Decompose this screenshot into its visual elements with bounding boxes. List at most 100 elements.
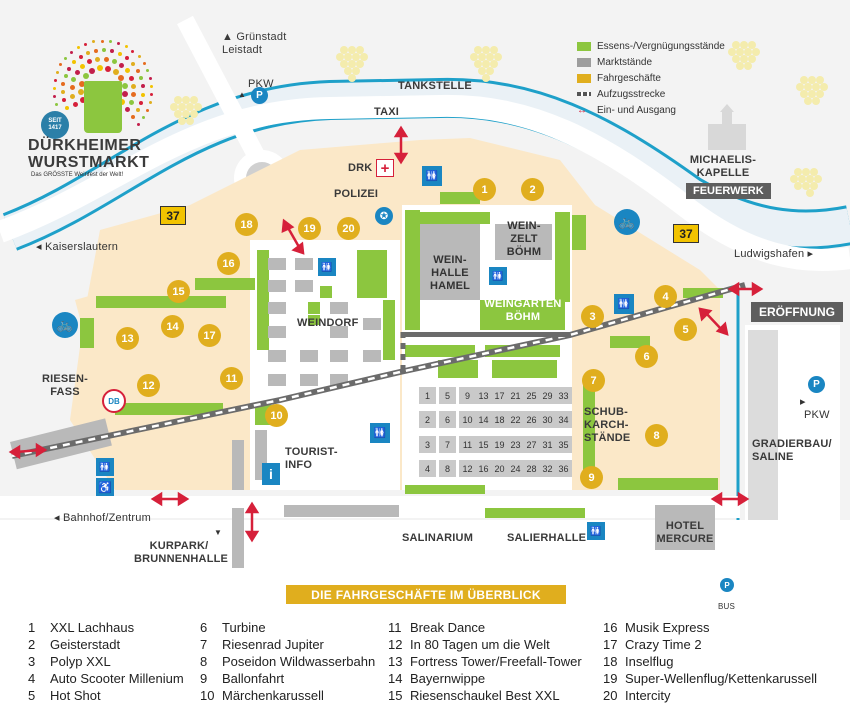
parking-icon[interactable]: P <box>251 87 268 104</box>
ride-marker-11[interactable]: 11 <box>220 367 243 390</box>
stall-1[interactable]: 1 <box>419 387 436 404</box>
stall-3[interactable]: 3 <box>419 436 436 453</box>
stall-27[interactable]: 27 <box>523 436 540 453</box>
ride-marker-5[interactable]: 5 <box>674 318 697 341</box>
label-gruenstadt-text: Grünstadt <box>236 31 287 43</box>
wheelchair-icon: ♿ <box>96 478 114 496</box>
food-stalls <box>80 192 723 518</box>
ride-list-number: 10 <box>200 688 215 703</box>
ride-marker-3[interactable]: 3 <box>581 305 604 328</box>
parking-east-icon[interactable]: P <box>808 376 825 393</box>
stall-29[interactable]: 29 <box>539 387 556 404</box>
label-eroeffnung: ERÖFFNUNG <box>751 302 843 322</box>
toilet-icon-east: 🚻 <box>614 294 634 314</box>
ride-marker-1[interactable]: 1 <box>473 178 496 201</box>
label-michaelis-1: MICHAELIS- <box>689 154 757 166</box>
stall-13[interactable]: 13 <box>475 387 492 404</box>
stall-28[interactable]: 28 <box>523 460 540 477</box>
entrance-markers <box>8 125 764 543</box>
label-kaiserslautern: ◂ Kaiserslautern <box>36 241 119 253</box>
stall-20[interactable]: 20 <box>491 460 508 477</box>
stall-4[interactable]: 4 <box>419 460 436 477</box>
label-tankstelle: TANKSTELLE <box>398 80 472 92</box>
label-michaelis: MICHAELIS- KAPELLE <box>688 154 758 180</box>
label-hotel: HOTEL MERCURE <box>656 520 714 545</box>
ride-marker-19[interactable]: 19 <box>298 217 321 240</box>
stall-35[interactable]: 35 <box>555 436 572 453</box>
stall-21[interactable]: 21 <box>507 387 524 404</box>
stall-5[interactable]: 5 <box>439 387 456 404</box>
stall-22[interactable]: 22 <box>507 411 524 428</box>
stall-34[interactable]: 34 <box>555 411 572 428</box>
stall-30[interactable]: 30 <box>539 411 556 428</box>
arrow-down-icon: ▼ <box>214 528 222 537</box>
ride-list-number: 2 <box>28 637 36 652</box>
ride-marker-6[interactable]: 6 <box>635 345 658 368</box>
ride-list-number: 7 <box>200 637 208 652</box>
ride-marker-8[interactable]: 8 <box>645 424 668 447</box>
stall-14[interactable]: 14 <box>475 411 492 428</box>
ride-list-name: Bayernwippe <box>410 671 486 686</box>
ride-list-number: 15 <box>388 688 403 703</box>
ride-list-name: Poseidon Wildwasserbahn <box>222 654 376 669</box>
ride-marker-17[interactable]: 17 <box>198 324 221 347</box>
stall-17[interactable]: 17 <box>491 387 508 404</box>
ride-marker-20[interactable]: 20 <box>337 217 360 240</box>
stall-19[interactable]: 19 <box>491 436 508 453</box>
ride-list-number: 16 <box>603 620 618 635</box>
bicycle-icon-east: 🚲 <box>614 209 640 235</box>
ride-marker-9[interactable]: 9 <box>580 466 603 489</box>
ride-list-number: 19 <box>603 671 618 686</box>
legend-label: Ein- und Ausgang <box>597 104 676 116</box>
stall-2[interactable]: 2 <box>419 411 436 428</box>
red-cross-icon: + <box>376 159 394 177</box>
ride-marker-16[interactable]: 16 <box>217 252 240 275</box>
ride-marker-10[interactable]: 10 <box>265 404 288 427</box>
stall-6[interactable]: 6 <box>439 411 456 428</box>
parking-bus-icon[interactable]: P <box>720 578 734 592</box>
ride-marker-15[interactable]: 15 <box>167 280 190 303</box>
stall-16[interactable]: 16 <box>475 460 492 477</box>
stall-9[interactable]: 9 <box>459 387 476 404</box>
stall-10[interactable]: 10 <box>459 411 476 428</box>
ride-marker-14[interactable]: 14 <box>161 315 184 338</box>
ride-list-number: 12 <box>388 637 403 652</box>
stall-11[interactable]: 11 <box>459 436 476 453</box>
ride-marker-2[interactable]: 2 <box>521 178 544 201</box>
ride-list-number: 1 <box>28 620 36 635</box>
ride-list-name: Ballonfahrt <box>222 671 285 686</box>
stall-8[interactable]: 8 <box>439 460 456 477</box>
ride-list-item: 12 In 80 Tagen um die Welt <box>388 637 550 654</box>
ride-list-name: Super-Wellenflug/Kettenkarussell <box>625 671 817 686</box>
ride-marker-18[interactable]: 18 <box>235 213 258 236</box>
ride-marker-7[interactable]: 7 <box>582 369 605 392</box>
stall-15[interactable]: 15 <box>475 436 492 453</box>
ride-marker-13[interactable]: 13 <box>116 327 139 350</box>
stall-25[interactable]: 25 <box>523 387 540 404</box>
label-weindorf: WEINDORF <box>297 317 359 329</box>
stall-18[interactable]: 18 <box>491 411 508 428</box>
stall-31[interactable]: 31 <box>539 436 556 453</box>
toilet-icon-weindorf: 🚻 <box>318 258 336 276</box>
stall-24[interactable]: 24 <box>507 460 524 477</box>
stall-23[interactable]: 23 <box>507 436 524 453</box>
stall-32[interactable]: 32 <box>539 460 556 477</box>
arrow-up-icon: ▲ <box>238 90 246 99</box>
stall-26[interactable]: 26 <box>523 411 540 428</box>
ride-marker-4[interactable]: 4 <box>654 285 677 308</box>
ride-marker-12[interactable]: 12 <box>137 374 160 397</box>
ride-list-name: In 80 Tagen um die Welt <box>410 637 550 652</box>
stall-7[interactable]: 7 <box>439 436 456 453</box>
label-feuerwerk: FEUERWERK <box>686 183 771 199</box>
ride-list-name: Märchenkarussell <box>222 688 324 703</box>
stall-12[interactable]: 12 <box>459 460 476 477</box>
stall-33[interactable]: 33 <box>555 387 572 404</box>
stall-36[interactable]: 36 <box>555 460 572 477</box>
label-schubkarch: SCHUB- KARCH- STÄNDE <box>584 406 631 444</box>
